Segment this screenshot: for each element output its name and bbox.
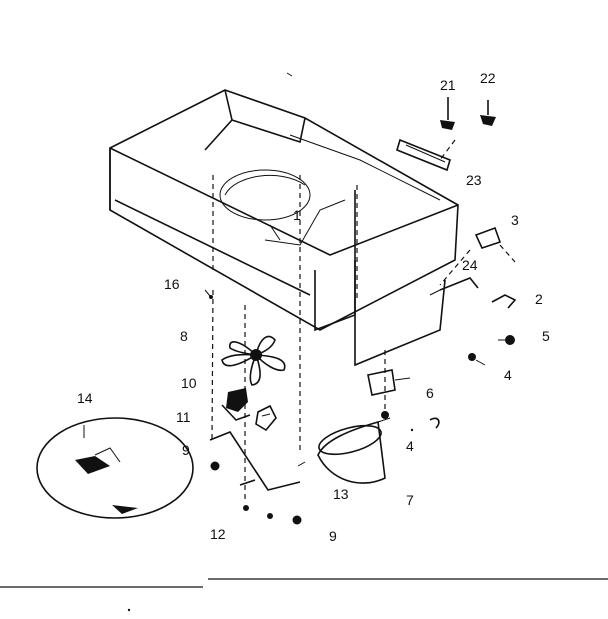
label-8: 8: [180, 328, 188, 344]
label-7: 7: [406, 492, 414, 508]
screw-21: [440, 97, 455, 130]
label-11: 11: [176, 409, 191, 425]
label-6: 6: [426, 385, 434, 401]
label-22: 22: [480, 70, 496, 86]
hood-housing: [109, 89, 459, 367]
duct-13: [317, 417, 440, 484]
label-24: 24: [462, 257, 478, 273]
part-6: [367, 369, 411, 396]
label-13: 13: [333, 486, 349, 502]
screw-16: [204, 289, 213, 299]
bottom-rule: [0, 578, 608, 588]
label-12: 12: [210, 526, 226, 542]
part-11: [255, 404, 277, 432]
screw-4: [381, 353, 486, 419]
label-1: 1: [293, 207, 301, 223]
label-23: 23: [466, 172, 482, 188]
part-3: [474, 226, 516, 263]
bracket-23: [396, 138, 451, 172]
label-14: 14: [77, 390, 93, 406]
fan-blade-8: [221, 335, 286, 386]
part-24: [429, 277, 479, 296]
label-3: 3: [511, 212, 519, 228]
label-9: 9: [182, 442, 190, 458]
part-labels: 21 22 23 3 24 2 5 4 6 4 7 13 9 12 9 11 1…: [77, 70, 550, 544]
specks: [127, 72, 414, 612]
motor-10: [221, 388, 251, 421]
part-2: [491, 294, 517, 309]
part-5: [498, 335, 515, 345]
label-4: 4: [504, 367, 512, 383]
mount-bracket-12: [209, 431, 306, 525]
label-16: 16: [164, 276, 180, 292]
label-5: 5: [542, 328, 550, 344]
assembly-lines: [211, 139, 471, 500]
filter-14: [36, 417, 194, 519]
label-10: 10: [181, 375, 197, 391]
label-4: 4: [406, 438, 414, 454]
screw-22: [480, 100, 496, 126]
label-21: 21: [440, 77, 456, 93]
label-2: 2: [535, 291, 543, 307]
label-9: 9: [329, 528, 337, 544]
